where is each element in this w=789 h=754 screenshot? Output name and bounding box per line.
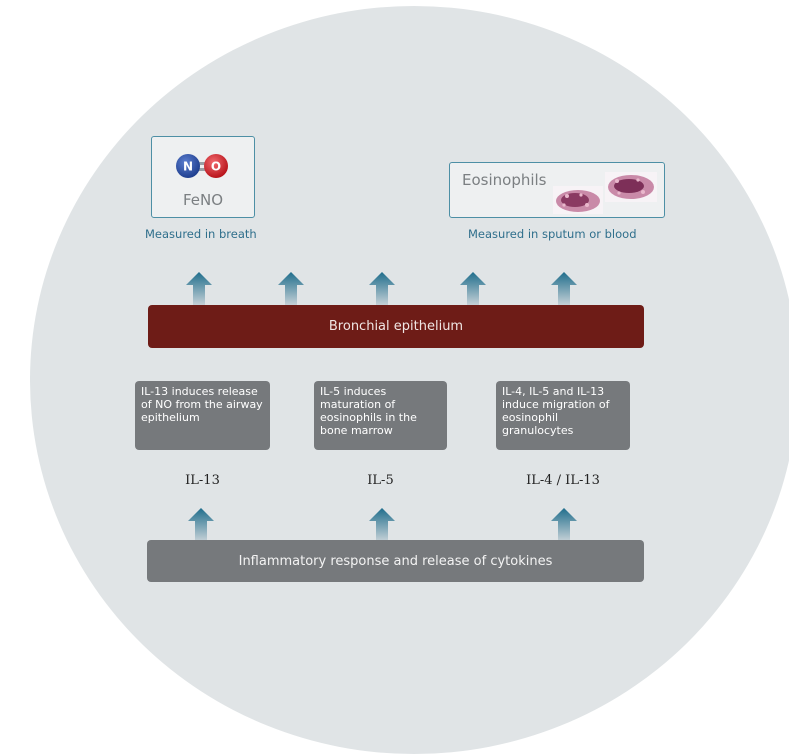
feno-caption: Measured in breath <box>145 227 257 241</box>
bronchial-epithelium-bar: Bronchial epithelium <box>148 305 644 348</box>
up-arrow-icon <box>278 272 304 306</box>
up-arrow-icon <box>551 508 577 542</box>
eosinophil-cell-icon <box>605 172 657 202</box>
inflammatory-response-label: Inflammatory response and release of cyt… <box>238 553 553 569</box>
info-box-il13: IL-13 induces release of NO from the air… <box>135 381 270 450</box>
feno-label: FeNO <box>182 191 224 209</box>
cytokine-label-il13: IL-13 <box>185 473 220 488</box>
up-arrow-icon <box>369 508 395 542</box>
cytokine-label-il4-il13: IL-4 / IL-13 <box>526 473 600 488</box>
up-arrow-icon <box>551 272 577 306</box>
no-molecule-icon: N O <box>176 154 228 178</box>
inflammatory-response-bar: Inflammatory response and release of cyt… <box>147 540 644 582</box>
cytokine-label-il5: IL-5 <box>367 473 394 488</box>
info-box-il4-il5-il13: IL-4, IL-5 and IL-13 induce migration of… <box>496 381 630 450</box>
up-arrow-icon <box>460 272 486 306</box>
up-arrow-icon <box>186 272 212 306</box>
info-box-il5: IL-5 induces maturation of eosinophils i… <box>314 381 447 450</box>
up-arrow-icon <box>369 272 395 306</box>
up-arrow-icon <box>188 508 214 542</box>
eosinophil-cell-icon <box>553 186 603 214</box>
bronchial-epithelium-label: Bronchial epithelium <box>328 319 464 334</box>
eosinophils-label: Eosinophils <box>462 171 547 189</box>
eosinophils-caption: Measured in sputum or blood <box>468 227 637 241</box>
molecule-atom-o: O <box>211 160 221 174</box>
feno-box <box>151 136 255 218</box>
background-circle <box>30 6 789 754</box>
molecule-atom-n: N <box>183 160 193 174</box>
